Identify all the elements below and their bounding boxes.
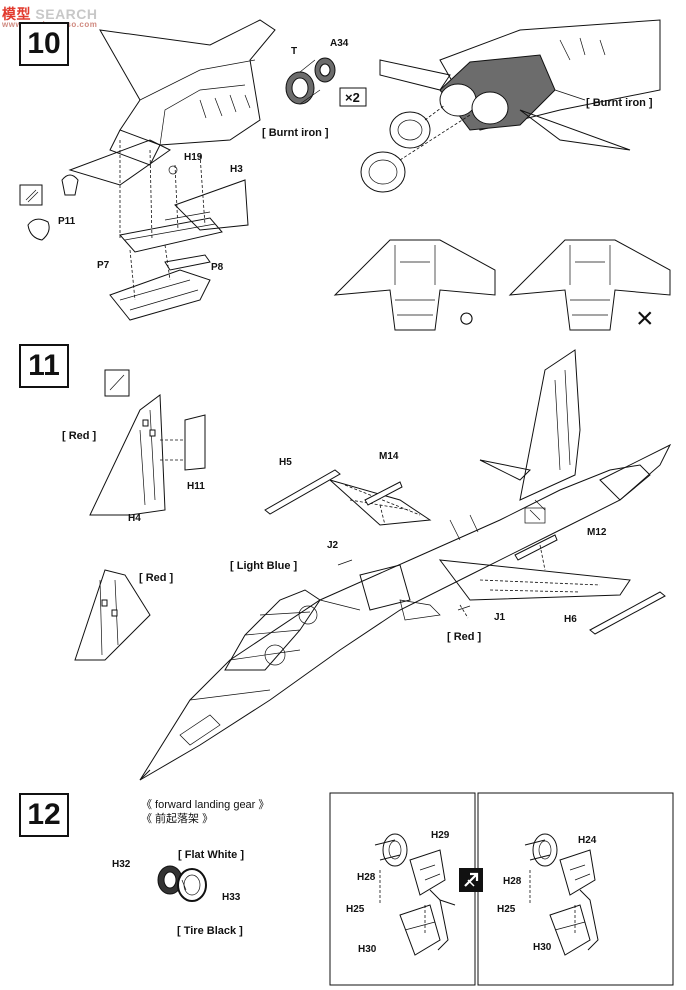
step10-rear-fuselage-drawing bbox=[19, 19, 276, 321]
paint-red-3: [ Red ] bbox=[447, 631, 482, 643]
part-label-m12: M12 bbox=[587, 527, 607, 538]
step-number-11: 11 bbox=[19, 344, 69, 388]
part-label-j1: J1 bbox=[494, 612, 506, 623]
step10-nozzle-parts-drawing bbox=[285, 57, 367, 107]
part-label-t: T bbox=[291, 46, 298, 57]
step-number-10: 10 bbox=[19, 22, 69, 66]
part-label-p8: P8 bbox=[211, 262, 224, 273]
caption-forward-landing-gear: 《 forward landing gear 》 bbox=[141, 799, 270, 811]
part-label-h11: H11 bbox=[187, 481, 205, 492]
part-label-h5: H5 bbox=[279, 457, 292, 468]
part-label-h33: H33 bbox=[222, 892, 241, 903]
step12-left-gear-drawing bbox=[374, 833, 456, 956]
watermark-brand-en: SEARCH bbox=[35, 6, 98, 22]
right-gear-label-h25: H25 bbox=[497, 904, 516, 915]
right-gear-label-h28: H28 bbox=[503, 876, 522, 887]
part-label-p7: P7 bbox=[97, 260, 110, 271]
step10-exhaust-section-drawing bbox=[360, 19, 661, 193]
right-gear-label-h30: H30 bbox=[533, 942, 552, 953]
part-label-m14: M14 bbox=[379, 451, 399, 462]
step10-correct-view-drawing bbox=[333, 239, 496, 331]
watermark-brand-cn: 模型 bbox=[2, 6, 31, 22]
step11-red-fin-drawing bbox=[74, 569, 151, 661]
part-label-h19: H19 bbox=[184, 152, 203, 163]
arrow-icon bbox=[459, 868, 483, 892]
paint-tire-black: [ Tire Black ] bbox=[177, 925, 243, 937]
step11-aircraft-drawing bbox=[139, 349, 672, 781]
wrong-mark: × bbox=[636, 302, 654, 335]
step12-wheel-drawing bbox=[157, 865, 207, 902]
left-gear-label-h28: H28 bbox=[357, 872, 376, 883]
part-label-a34: A34 bbox=[330, 38, 349, 49]
part-label-j2: J2 bbox=[327, 540, 339, 551]
caption-forward-landing-gear-cn: 《 前起落架 》 bbox=[141, 813, 214, 825]
left-gear-label-h25: H25 bbox=[346, 904, 365, 915]
step11-tail-fin-drawing bbox=[89, 369, 206, 516]
paint-flat-white: [ Flat White ] bbox=[178, 849, 244, 861]
paint-red-2: [ Red ] bbox=[139, 572, 174, 584]
paint-burnt-iron-left: [ Burnt iron ] bbox=[262, 127, 329, 139]
part-label-h32: H32 bbox=[112, 859, 131, 870]
step10-wrong-view-drawing bbox=[508, 239, 671, 331]
step-number-12: 12 bbox=[19, 793, 69, 837]
part-label-h4: H4 bbox=[128, 513, 141, 524]
part-label-p11: P11 bbox=[58, 216, 76, 227]
left-gear-label-h30: H30 bbox=[358, 944, 377, 955]
part-label-h3: H3 bbox=[230, 164, 243, 175]
paint-light-blue: [ Light Blue ] bbox=[230, 560, 298, 572]
step12-right-gear-drawing bbox=[524, 833, 599, 956]
paint-red-1: [ Red ] bbox=[62, 430, 97, 442]
left-gear-label-h29: H29 bbox=[431, 830, 450, 841]
right-gear-label-h24: H24 bbox=[578, 835, 597, 846]
part-label-h6: H6 bbox=[564, 614, 577, 625]
paint-burnt-iron-right: [ Burnt iron ] bbox=[586, 97, 653, 109]
correct-mark: ○ bbox=[458, 302, 475, 333]
quantity-label: ×2 bbox=[345, 90, 360, 105]
